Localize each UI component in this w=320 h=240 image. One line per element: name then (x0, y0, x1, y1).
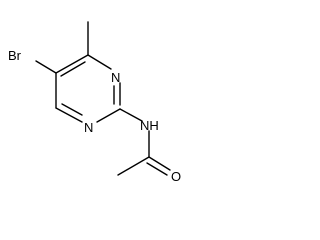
structure-diagram: Br N N NH O (8, 21, 181, 184)
bond-c4-c5-inner (60, 61, 86, 77)
bond-c2-n1 (96, 108, 121, 123)
atom-label-o: O (171, 169, 181, 184)
bond-c4-c5 (55, 54, 89, 74)
bond-c4-n3 (87, 54, 112, 70)
bond-carbonyl-o-inner (146, 162, 168, 176)
bonds (35, 21, 171, 176)
atom-label-nh: NH (140, 118, 159, 133)
bond-carbonyl-o (148, 156, 171, 171)
bond-carbonyl-methyl (117, 156, 150, 176)
atom-labels: Br N N NH O (8, 48, 181, 184)
atom-label-br: Br (8, 48, 22, 63)
bond-c5-br (35, 60, 57, 74)
bond-c2-nh (119, 108, 143, 122)
bond-n1-c6 (55, 107, 83, 123)
atom-label-n-bottom: N (84, 120, 93, 135)
atom-label-n-top: N (111, 70, 120, 85)
bond-n1-c6-inner (61, 103, 83, 116)
